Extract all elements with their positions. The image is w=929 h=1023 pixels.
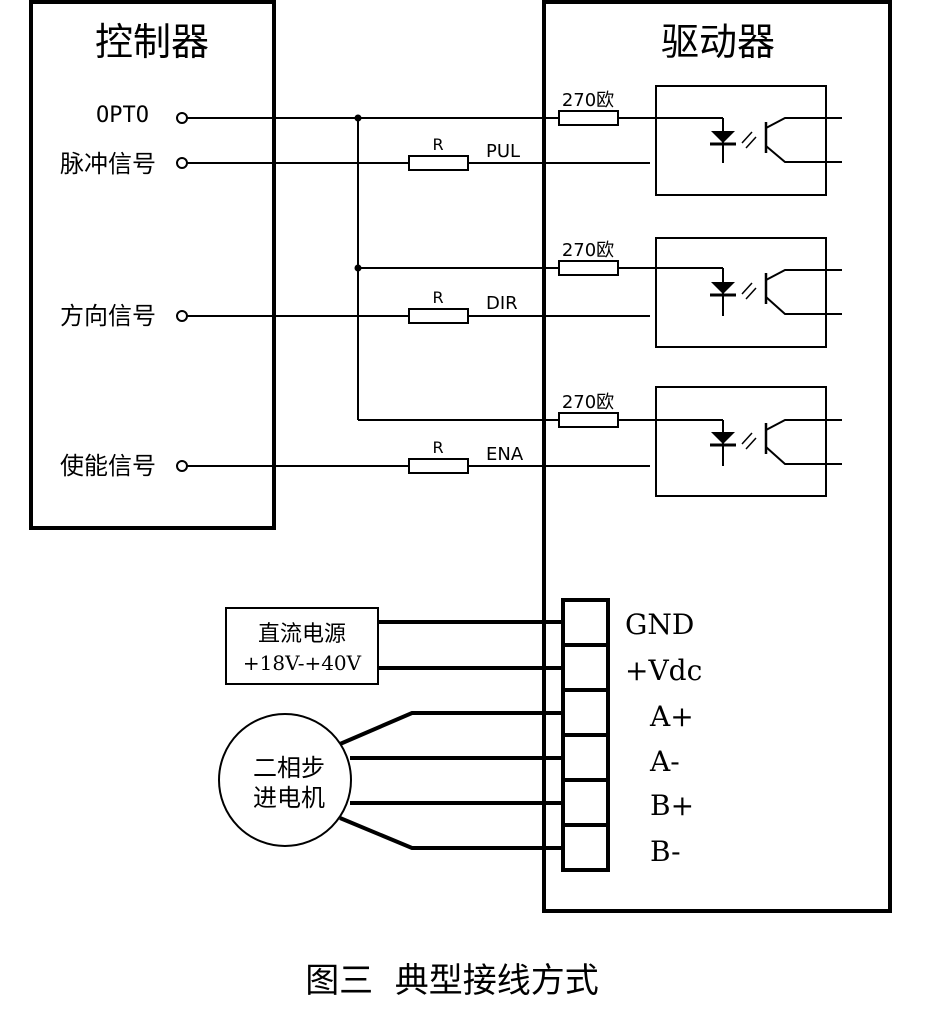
resistor-r-label: R (432, 288, 443, 307)
power-wires (378, 620, 563, 670)
resistor-270-label: 270欧 (562, 90, 614, 111)
motor-label-line1: 二相步 (253, 754, 325, 782)
terminal-block (561, 598, 610, 872)
resistor-r-label: R (432, 135, 443, 154)
terminal-opto (176, 112, 188, 124)
resistor-r (408, 155, 469, 171)
power-supply-box (225, 607, 379, 685)
driver-leads (618, 117, 723, 421)
driver-title: 驱动器 (661, 20, 775, 64)
line-label-dir: DIR (486, 293, 518, 314)
resistor-270 (558, 260, 619, 276)
terminal-label-b-plus: B+ (650, 789, 694, 822)
resistor-270 (558, 412, 619, 428)
resistor-270-label: 270欧 (562, 240, 614, 261)
terminal-label-b-minus: B- (650, 835, 681, 868)
junction-dot (354, 114, 362, 122)
power-supply-voltage: +18V-+40V (243, 651, 362, 675)
line-label-pul: PUL (486, 141, 520, 162)
terminal-pulse (176, 157, 188, 169)
controller-title: 控制器 (95, 20, 209, 64)
resistor-270 (558, 110, 619, 126)
terminal-label-a-plus: A+ (649, 700, 694, 733)
terminal-label-a-minus: A- (649, 745, 680, 778)
terminal-label-gnd: GND (625, 608, 694, 641)
driver-box (542, 0, 892, 913)
terminal-direction (176, 310, 188, 322)
optocoupler (655, 386, 842, 497)
line-label-ena: ENA (486, 444, 524, 465)
figure-caption: 图三 典型接线方式 (305, 961, 599, 1001)
signal-label-direction: 方向信号 (60, 302, 156, 330)
signal-label-pulse: 脉冲信号 (60, 150, 156, 178)
opto-bus (187, 117, 559, 421)
motor-circle (218, 713, 352, 847)
power-supply-title: 直流电源 (258, 622, 346, 647)
signal-label-enable: 使能信号 (60, 452, 156, 480)
signal-label-opto: OPTO (96, 103, 149, 128)
terminal-label-vdc: +Vdc (625, 654, 702, 687)
motor-label-line2: 进电机 (253, 784, 325, 812)
motor-wires (339, 711, 563, 850)
resistor-r (408, 308, 469, 324)
resistor-r (408, 458, 469, 474)
controller-box (29, 0, 276, 530)
resistor-270-label: 270欧 (562, 392, 614, 413)
signal-lines (187, 162, 650, 467)
optocoupler (655, 237, 842, 348)
terminal-enable (176, 460, 188, 472)
junction-dot (354, 264, 362, 272)
resistor-r-label: R (432, 438, 443, 457)
optocoupler (655, 85, 842, 196)
